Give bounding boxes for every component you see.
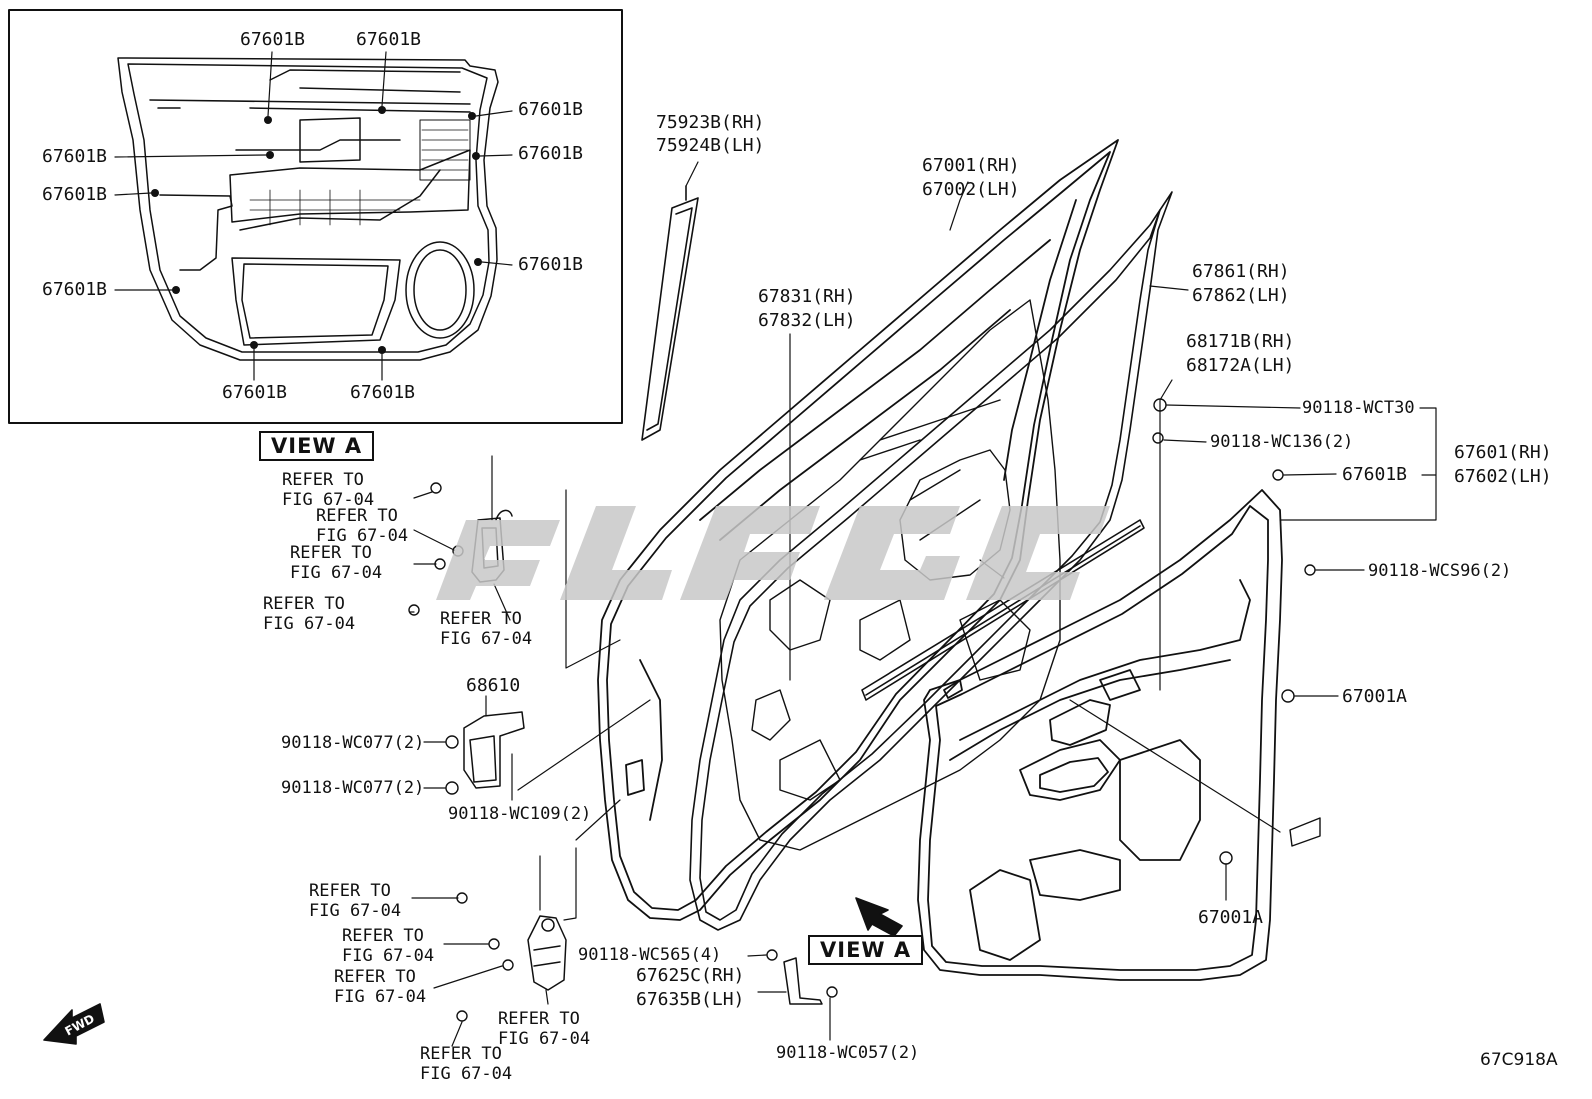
refer-label-line-2: FIG 67-04	[498, 1029, 591, 1049]
part-67601[interactable]: 67601(RH)	[1454, 442, 1552, 463]
inset-label-left-2: 67601B	[42, 184, 108, 205]
part-67001a-2[interactable]: 67001A	[1198, 907, 1264, 928]
inset-label-top-1: 67601B	[240, 29, 306, 50]
refer-label-line-1: REFER TO	[498, 1009, 580, 1029]
part-90118-wct30[interactable]: 90118-WCT30	[1302, 398, 1415, 418]
refer-label-line-1: REFER TO	[440, 609, 522, 629]
inset-label-top-2: 67601B	[356, 29, 422, 50]
refer-label-2[interactable]: REFER TO FIG 67-04	[316, 506, 408, 546]
refer-label-line-2: FIG 67-04	[309, 901, 402, 921]
door-check	[463, 711, 525, 789]
refer-label-line-1: REFER TO	[309, 881, 391, 901]
refer-label-7[interactable]: REFER TO FIG 67-04	[342, 926, 434, 966]
inset-trim-panel-back	[117, 57, 499, 361]
part-90118-wcs96[interactable]: 90118-WCS96(2)	[1368, 561, 1512, 581]
refer-label-line-2: FIG 67-04	[440, 629, 533, 649]
refer-label-10[interactable]: REFER TO FIG 67-04	[420, 1044, 512, 1084]
view-a-label-top: VIEW A	[259, 431, 375, 461]
inset-leader-lines	[114, 51, 513, 381]
inset-clip-markers	[151, 106, 482, 354]
part-67862[interactable]: 67862(LH)	[1192, 285, 1290, 306]
view-direction-arrow	[855, 897, 903, 937]
weatherstrip	[689, 191, 1173, 931]
part-67001a-1[interactable]: 67001A	[1342, 686, 1408, 707]
refer-label-line-2: FIG 67-04	[334, 987, 427, 1007]
part-67602[interactable]: 67602(LH)	[1454, 466, 1552, 487]
refer-label-line-2: FIG 67-04	[420, 1064, 513, 1084]
watermark-logo	[436, 506, 1110, 600]
part-68610[interactable]: 68610	[466, 675, 521, 696]
part-67635b[interactable]: 67635B(LH)	[636, 989, 745, 1010]
door-bracket	[783, 957, 823, 1005]
part-67001[interactable]: 67001(RH)	[922, 155, 1020, 176]
inset-label-right-3: 67601B	[518, 254, 584, 275]
part-90118-wc136[interactable]: 90118-WC136(2)	[1210, 432, 1354, 452]
part-67601b[interactable]: 67601B	[1342, 464, 1408, 485]
part-90118-wc109[interactable]: 90118-WC109(2)	[448, 804, 592, 824]
refer-label-4[interactable]: REFER TO FIG 67-04	[263, 594, 355, 634]
fasteners	[408, 398, 1321, 1022]
inset-label-bottom-1: 67601B	[222, 382, 288, 403]
refer-label-line-2: FIG 67-04	[282, 490, 375, 510]
part-67861[interactable]: 67861(RH)	[1192, 261, 1290, 282]
refer-label-line-2: FIG 67-04	[263, 614, 356, 634]
part-67831[interactable]: 67831(RH)	[758, 286, 856, 307]
part-75924b[interactable]: 75924B(LH)	[656, 135, 765, 156]
inset-label-bottom-2: 67601B	[350, 382, 416, 403]
diagram-id: 67C918A	[1480, 1050, 1558, 1070]
refer-label-line-1: REFER TO	[263, 594, 345, 614]
inset-label-right-1: 67601B	[518, 99, 584, 120]
inset-label-left-3: 67601B	[42, 279, 108, 300]
refer-label-line-2: FIG 67-04	[290, 563, 383, 583]
part-68172a[interactable]: 68172A(LH)	[1186, 355, 1295, 376]
part-67832[interactable]: 67832(LH)	[758, 310, 856, 331]
refer-label-line-2: FIG 67-04	[342, 946, 435, 966]
door-trim-panel	[917, 489, 1283, 981]
refer-label-line-1: REFER TO	[316, 506, 398, 526]
inset-frame	[8, 9, 623, 424]
refer-label-3[interactable]: REFER TO FIG 67-04	[290, 543, 382, 583]
refer-label-8[interactable]: REFER TO FIG 67-04	[334, 967, 426, 1007]
refer-label-line-1: REFER TO	[420, 1044, 502, 1064]
fwd-arrow-icon	[43, 1003, 105, 1045]
refer-label-line-1: REFER TO	[334, 967, 416, 987]
view-a-label-bottom: VIEW A	[808, 935, 924, 965]
part-75923b[interactable]: 75923B(RH)	[656, 112, 765, 133]
part-67002[interactable]: 67002(LH)	[922, 179, 1020, 200]
part-68171b[interactable]: 68171B(RH)	[1186, 331, 1295, 352]
refer-label-line-1: REFER TO	[342, 926, 424, 946]
refer-label-5[interactable]: REFER TO FIG 67-04	[440, 609, 532, 649]
part-90118-wc077-2[interactable]: 90118-WC077(2)	[281, 778, 425, 798]
refer-label-9[interactable]: REFER TO FIG 67-04	[498, 1009, 590, 1049]
lower-hinge	[527, 915, 567, 991]
part-90118-wc057[interactable]: 90118-WC057(2)	[776, 1043, 920, 1063]
refer-label-line-1: REFER TO	[290, 543, 372, 563]
refer-label-line-1: REFER TO	[282, 470, 364, 490]
part-90118-wc077-1[interactable]: 90118-WC077(2)	[281, 733, 425, 753]
part-67625c[interactable]: 67625C(RH)	[636, 965, 745, 986]
part-90118-wc565[interactable]: 90118-WC565(4)	[578, 945, 722, 965]
pillar-garnish	[641, 185, 699, 441]
inset-label-right-2: 67601B	[518, 143, 584, 164]
refer-label-1[interactable]: REFER TO FIG 67-04	[282, 470, 374, 510]
refer-label-6[interactable]: REFER TO FIG 67-04	[309, 881, 401, 921]
inset-label-left-1: 67601B	[42, 146, 108, 167]
refer-label-line-2: FIG 67-04	[316, 526, 409, 546]
